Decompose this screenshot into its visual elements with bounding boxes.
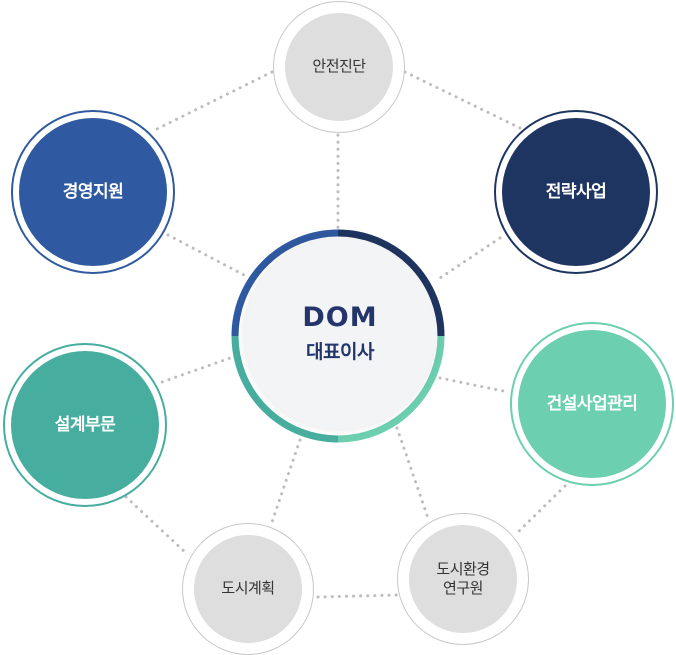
company-logo: DOM — [302, 302, 378, 333]
connector-center-planning — [270, 438, 302, 524]
center-node[interactable]: DOM 대표이사 — [245, 239, 435, 429]
connector-safety-strategy — [403, 70, 522, 130]
node-safety-inner: 안전진단 — [285, 13, 393, 121]
center-ring-blue — [231, 229, 339, 337]
connector-center-institute — [395, 426, 430, 520]
node-institute-label-line1: 도시환경 — [436, 559, 490, 578]
node-planning-inner: 도시계획 — [194, 535, 302, 643]
center-title: 대표이사 — [306, 341, 374, 363]
node-planning-label: 도시계획 — [221, 579, 275, 598]
node-institute[interactable]: 도시환경 연구원 — [397, 513, 529, 645]
node-design[interactable]: 설계부문 — [3, 343, 167, 507]
node-construction-label: 건설사업관리 — [546, 393, 638, 414]
connector-center-design — [160, 354, 238, 384]
connector-planning-institute — [316, 593, 400, 599]
center-ring-mint — [337, 335, 445, 443]
connector-center-management — [166, 233, 246, 277]
node-design-inner: 설계부문 — [11, 351, 159, 499]
connector-construction-institute — [513, 484, 567, 537]
node-management[interactable]: 경영지원 — [11, 110, 175, 274]
node-planning[interactable]: 도시계획 — [182, 523, 314, 655]
node-institute-inner: 도시환경 연구원 — [409, 525, 517, 633]
connector-design-planning — [124, 495, 188, 555]
node-strategy-label: 전략사업 — [545, 181, 607, 202]
node-institute-label-line2: 연구원 — [443, 579, 483, 597]
node-management-inner: 경영지원 — [19, 118, 167, 266]
node-construction-inner: 건설사업관리 — [518, 330, 666, 478]
node-safety-label: 안전진단 — [312, 57, 366, 76]
connector-center-strategy — [438, 236, 502, 280]
node-strategy-inner: 전략사업 — [502, 118, 650, 266]
node-safety[interactable]: 안전진단 — [273, 1, 405, 133]
node-management-label: 경영지원 — [62, 181, 124, 202]
center-ring-navy — [337, 229, 445, 337]
node-design-label: 설계부문 — [54, 414, 116, 435]
node-strategy[interactable]: 전략사업 — [494, 110, 658, 274]
center-ring-teal — [231, 335, 339, 443]
connector-safety-management — [153, 70, 274, 132]
node-construction[interactable]: 건설사업관리 — [510, 322, 674, 486]
connector-center-construction — [438, 376, 510, 394]
